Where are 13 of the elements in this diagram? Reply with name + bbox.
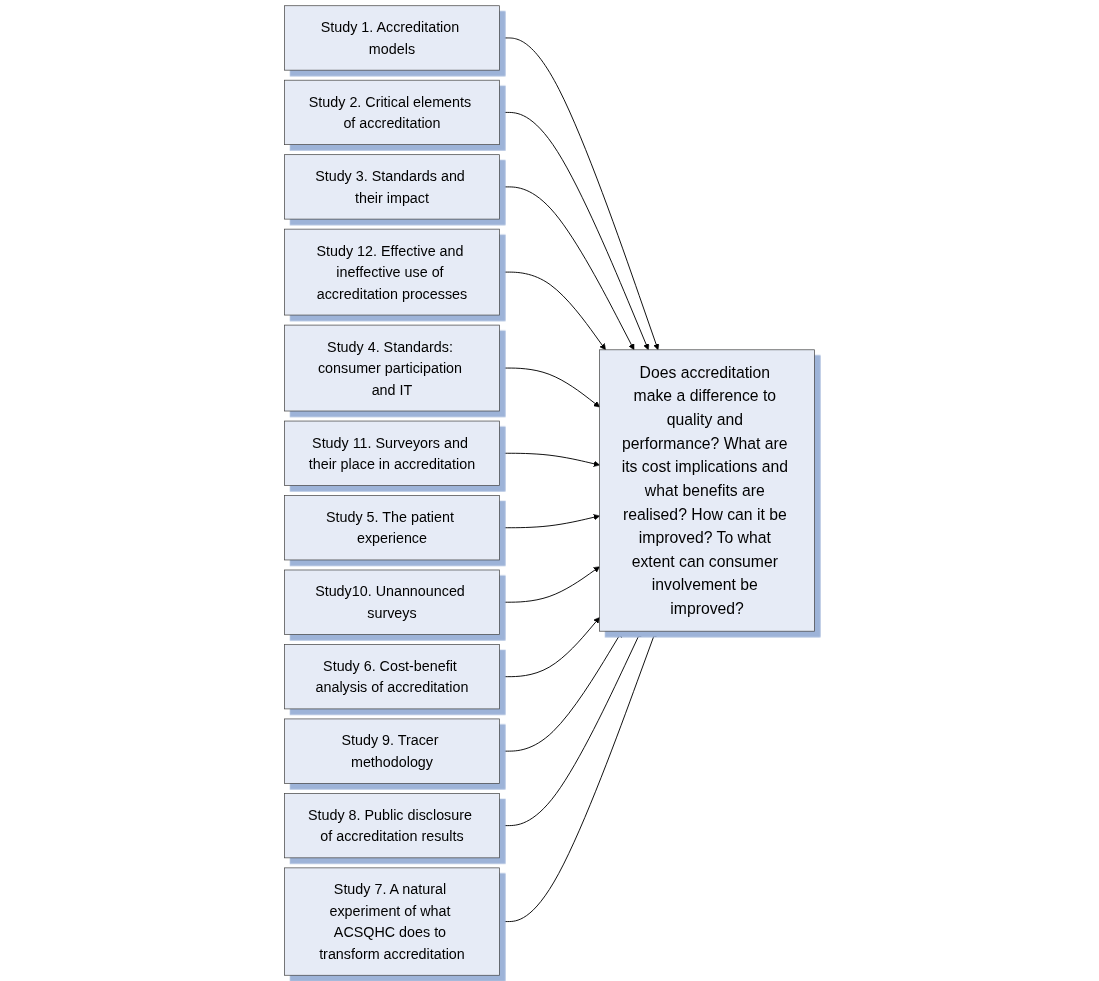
node-box: Does accreditation make a difference to quality and performance? What are its cost implications and what benefits are realised? How can it be improved? To what extent can consumer involvement be improved? [599,349,815,632]
node-box: Study 1. Accreditation models [284,5,500,71]
node-box: Study 6. Cost-benefit analysis of accreditation [284,644,500,710]
node-box: Study 3. Standards and their impact [284,154,500,220]
node-box: Study 4. Standards: consumer participation and IT [284,324,500,412]
node-box: Study 2. Critical elements of accreditation [284,79,500,145]
node-box: Study 11. Surveyors and their place in accreditation [284,420,500,486]
node-box: Study 7. A natural experiment of what ACSQHC does to transform accreditation [284,867,500,976]
node-box: Study10. Unannounced surveys [284,569,500,635]
node-box: Study 8. Public disclosure of accreditation results [284,793,500,859]
node-box: Study 12. Effective and ineffective use of accreditation processes [284,228,500,316]
node-box: Study 9. Tracer methodology [284,718,500,784]
node-box: Study 5. The patient experience [284,495,500,561]
